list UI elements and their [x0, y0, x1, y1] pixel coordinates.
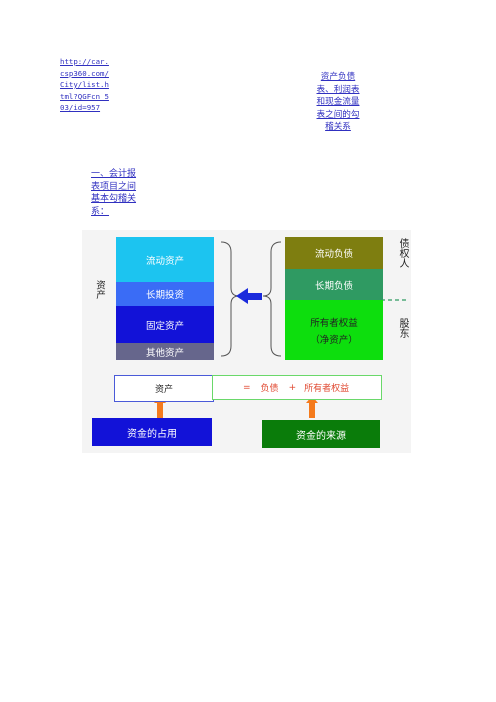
- source-link[interactable]: http://car.csp360.com/City/list.html?QGF…: [60, 57, 109, 112]
- net-assets-label: （净资产）: [310, 334, 358, 346]
- left-brace-icon: [220, 241, 240, 357]
- equation-assets-box: 资产: [114, 375, 214, 402]
- equation-liabilities-text: 负债: [260, 384, 279, 394]
- owners-equity-label: 所有者权益: [310, 317, 358, 329]
- equation-equity-text: 所有者权益: [304, 384, 350, 394]
- up-arrow-right-icon: [306, 396, 318, 418]
- current-liabilities-block: 流动负债: [285, 237, 383, 269]
- equation-plus: +: [288, 382, 297, 393]
- creditor-label: 债权人: [397, 238, 408, 268]
- balance-relationship-diagram: 资产 流动资产 长期投资 固定资产 其他资产 流动负债 长期负债 所有者权益 （…: [82, 230, 411, 453]
- long-term-liabilities-block: 长期负债: [285, 269, 383, 300]
- assets-side-label: 资产: [94, 280, 105, 299]
- source-of-funds-block: 资金的来源: [262, 420, 380, 448]
- long-term-investment-block: 长期投资: [116, 282, 214, 306]
- section-heading-link[interactable]: 一、会计报表项目之间基本勾稽关系：: [91, 169, 137, 218]
- shareholder-label: 股东: [397, 318, 408, 338]
- equation-equals: =: [243, 382, 251, 393]
- equation-liabilities-equity-box: = 负债 + 所有者权益: [212, 375, 382, 400]
- left-arrow-icon: [236, 288, 262, 304]
- equation-assets-text: 资产: [154, 385, 173, 395]
- grouping-braces-arrow: [154, 241, 409, 418]
- right-brace-icon: [262, 241, 282, 357]
- use-of-funds-block: 资金的占用: [92, 418, 212, 446]
- document-title-link[interactable]: 资产负债表、利润表和现金流量表之间的勾稽关系: [316, 72, 360, 133]
- fixed-assets-block: 固定资产: [116, 306, 214, 343]
- owners-equity-block: 所有者权益 （净资产）: [285, 300, 383, 360]
- current-assets-block: 流动资产: [116, 237, 214, 282]
- other-assets-block: 其他资产: [116, 343, 214, 360]
